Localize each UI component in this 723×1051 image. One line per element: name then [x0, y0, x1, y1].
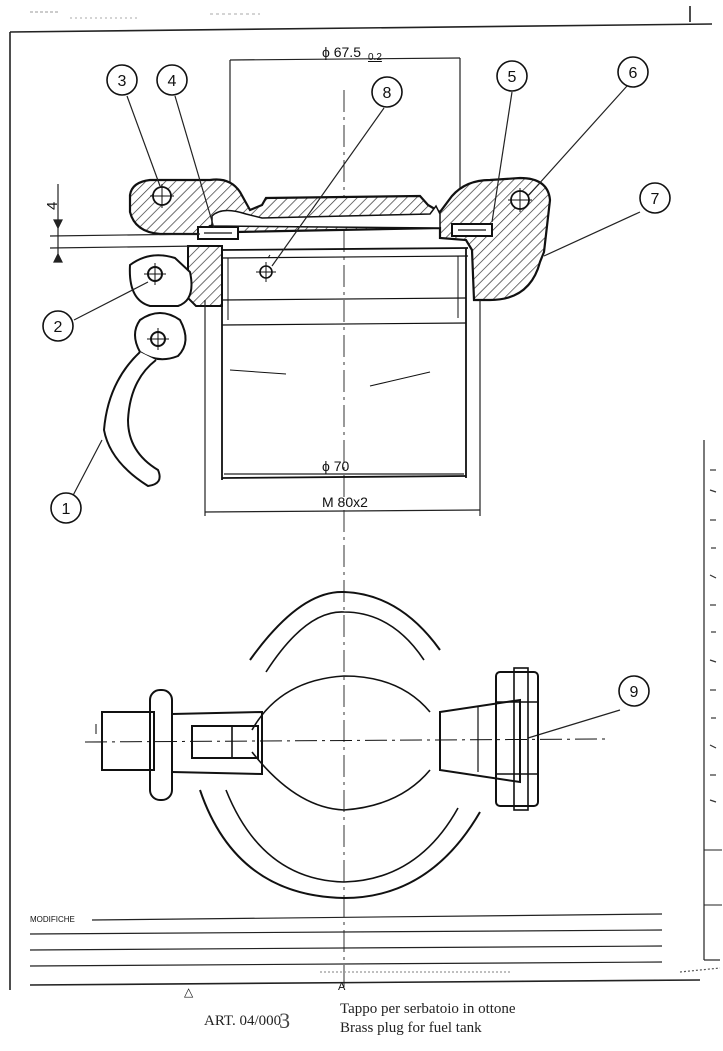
callout-6 — [617, 56, 649, 88]
callout-8-number: 8 — [383, 85, 392, 102]
callout-leaders — [67, 85, 641, 739]
hinge-barrel-inner — [513, 667, 529, 811]
thread-dimension — [204, 300, 481, 516]
callout-3-number: 3 — [118, 73, 127, 90]
article-code-text: ART. 04/000 — [204, 1013, 282, 1029]
height-dimension — [49, 184, 201, 263]
modifications-label: MODIFICHE — [30, 915, 75, 924]
revision-mark-a: A — [338, 981, 346, 993]
callout-5 — [496, 60, 528, 92]
callout-2-number: 2 — [54, 319, 63, 336]
handle-grip — [149, 689, 173, 801]
inner-diameter-label: ϕ 70 — [322, 458, 350, 474]
callout-1-number: 1 — [62, 501, 71, 518]
locking-lever — [102, 254, 193, 488]
callout-8 — [371, 76, 403, 108]
section-view: ϕ 67.5 0.2 — [44, 44, 552, 990]
callout-9-number: 9 — [630, 684, 639, 701]
callout-7-number: 7 — [651, 191, 660, 208]
height-label: 4 — [44, 202, 61, 210]
drawing-frame — [9, 6, 722, 990]
hinge-barrel-outer — [495, 671, 539, 807]
outer-diameter-dimension — [229, 57, 461, 200]
tank-neck — [221, 247, 469, 480]
callout-5-number: 5 — [508, 69, 517, 86]
callout-7 — [639, 182, 671, 214]
outer-diameter-tolerance: 0.2 — [368, 52, 382, 63]
edge-scale-ticks — [709, 469, 717, 803]
horizontal-centre-line — [84, 738, 606, 743]
outer-diameter-label: ϕ 67.5 — [322, 44, 361, 60]
plan-view — [84, 590, 606, 900]
callout-1 — [50, 492, 82, 524]
hinge-block-section — [187, 245, 223, 307]
callout-9 — [618, 675, 650, 707]
callout-2 — [42, 310, 74, 342]
modifications-block — [29, 913, 721, 986]
callout-4 — [156, 64, 188, 96]
revision-mark-triangle: △ — [184, 985, 194, 999]
callout-3 — [106, 64, 138, 96]
callout-numbers: 1 2 3 4 5 6 7 8 9 — [54, 65, 660, 701]
article-code: ART. 04/0003 — [204, 1010, 290, 1032]
handle-stem — [101, 711, 155, 771]
callout-6-number: 6 — [629, 65, 638, 82]
callout-4-number: 4 — [168, 73, 177, 90]
article-code-suffix: 3 — [279, 1008, 291, 1033]
thread-label: M 80x2 — [322, 494, 368, 510]
title-italian: Tappo per serbatoio in ottone — [340, 1001, 516, 1017]
handle-pin-block — [191, 725, 259, 759]
cap-cavity — [211, 204, 441, 229]
callout-bubbles — [42, 56, 671, 707]
title-english: Brass plug for fuel tank — [340, 1020, 482, 1036]
